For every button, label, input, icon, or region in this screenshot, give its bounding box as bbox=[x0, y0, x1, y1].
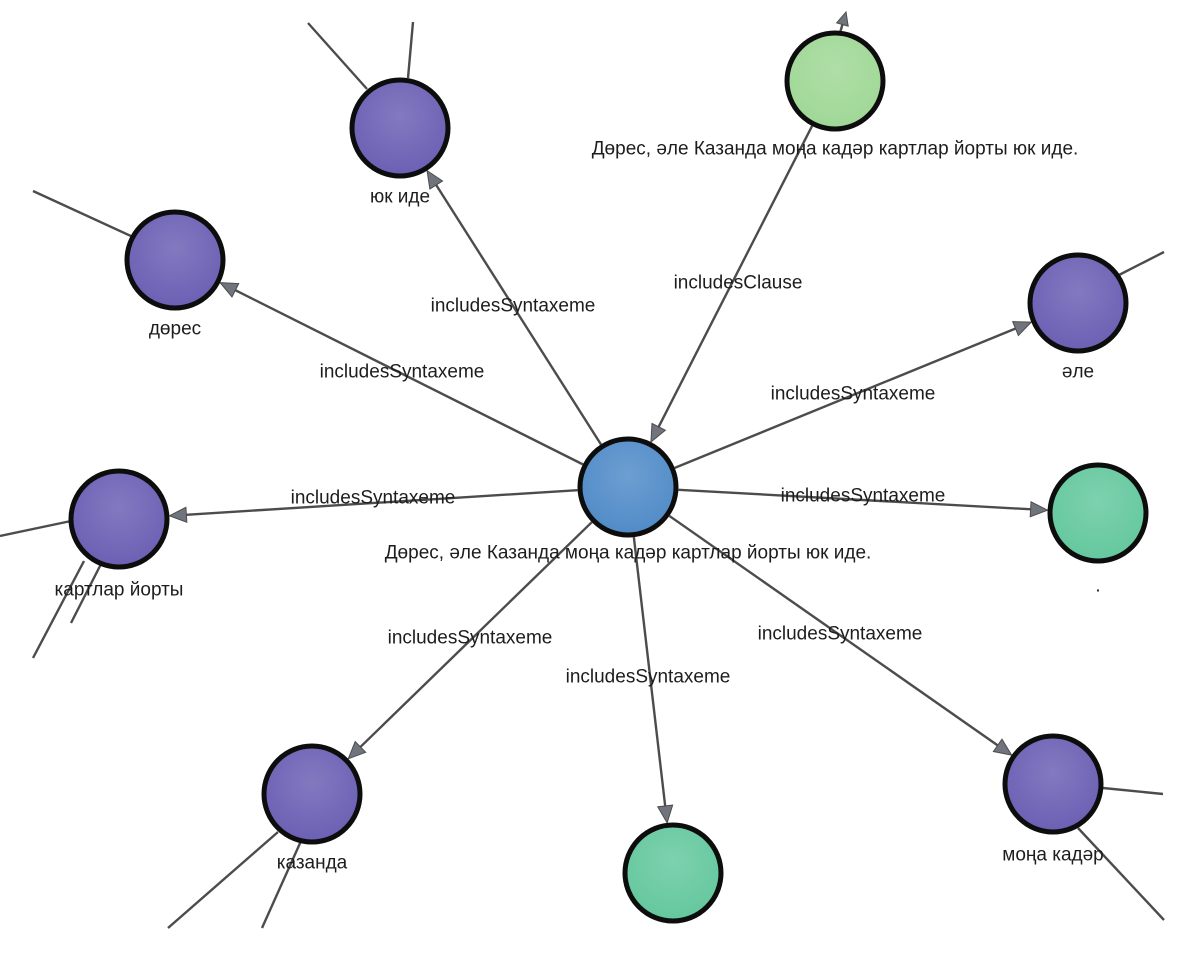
node-sentence[interactable] bbox=[577, 436, 679, 538]
edge-line[interactable] bbox=[224, 283, 584, 466]
edge-line[interactable] bbox=[1102, 786, 1164, 796]
node-kazanda[interactable] bbox=[261, 743, 363, 845]
edge-line[interactable] bbox=[32, 189, 134, 239]
edge-sentence-monga-kader: includesSyntaxeme bbox=[668, 514, 1013, 756]
edge-sentence-kazanda: includesSyntaxeme bbox=[347, 521, 593, 760]
edge-label: includesClause bbox=[674, 273, 803, 294]
edge-stub bbox=[0, 519, 72, 538]
edge-stub bbox=[69, 563, 103, 624]
edge-line[interactable] bbox=[678, 488, 1043, 512]
edge-line[interactable] bbox=[174, 488, 578, 517]
node-group-monga-kader: моңа кадәр bbox=[1002, 733, 1104, 866]
node-group-dores: дөрес bbox=[124, 209, 226, 340]
edge-line[interactable] bbox=[0, 519, 72, 538]
edge-label: includesSyntaxeme bbox=[320, 362, 485, 383]
edge-line[interactable] bbox=[307, 22, 368, 90]
edge-label: includesSyntaxeme bbox=[431, 296, 596, 317]
node-syntaxeme-bottom[interactable] bbox=[622, 822, 724, 924]
edge-line[interactable] bbox=[167, 831, 279, 929]
node-group-kartlar-yorty: картлар йорты bbox=[55, 468, 184, 601]
node-monga-kader[interactable] bbox=[1002, 733, 1104, 835]
edge-label: includesSyntaxeme bbox=[566, 667, 731, 688]
edge-line[interactable] bbox=[350, 521, 593, 757]
node-group-ale: әле bbox=[1027, 252, 1129, 383]
edge-stub bbox=[835, 10, 849, 34]
edge-stub bbox=[1077, 827, 1165, 921]
arrowhead-icon bbox=[168, 506, 188, 523]
node-group-syntaxeme-bottom bbox=[622, 822, 724, 924]
node-syntaxeme-right[interactable] bbox=[1047, 462, 1149, 564]
arrowhead-icon bbox=[835, 10, 849, 27]
arrowhead-icon bbox=[1029, 500, 1049, 518]
arrowhead-icon bbox=[1011, 321, 1033, 337]
node-label-ale: әле bbox=[1062, 362, 1094, 383]
edge-line[interactable] bbox=[31, 560, 86, 659]
node-label-kartlar-yorty: картлар йорты bbox=[55, 580, 184, 601]
edge-stub bbox=[167, 831, 279, 929]
edge-label: includesSyntaxeme bbox=[291, 488, 456, 509]
edge-stub bbox=[260, 840, 303, 929]
edge-label: includesSyntaxeme bbox=[758, 624, 923, 645]
node-group-yuk-ide: юк иде bbox=[349, 77, 451, 208]
edge-line[interactable] bbox=[652, 125, 814, 439]
edge-line[interactable] bbox=[69, 563, 103, 624]
arrowhead-icon bbox=[219, 282, 240, 298]
edge-label: includesSyntaxeme bbox=[781, 486, 946, 507]
edge-label: includesSyntaxeme bbox=[388, 628, 553, 649]
node-group-sentence: Дөрес, әле Казанда моңа кадәр картлар йо… bbox=[385, 436, 872, 564]
node-group-clause: Дөрес, әле Казанда моңа кадәр картлар йо… bbox=[592, 30, 1079, 160]
edge-line[interactable] bbox=[1077, 827, 1165, 921]
node-label-dores: дөрес bbox=[149, 319, 201, 340]
edge-clause-sentence: includesClause bbox=[650, 125, 814, 444]
arrowhead-icon bbox=[650, 422, 667, 444]
edge-stub bbox=[406, 21, 415, 79]
arrowhead-icon bbox=[992, 738, 1013, 756]
edge-line[interactable] bbox=[1116, 250, 1165, 278]
edge-line[interactable] bbox=[674, 322, 1028, 469]
node-yuk-ide[interactable] bbox=[349, 77, 451, 179]
node-group-kazanda: казанда bbox=[261, 743, 363, 874]
node-ale[interactable] bbox=[1027, 252, 1129, 354]
node-label-monga-kader: моңа кадәр bbox=[1002, 845, 1104, 866]
edge-sentence-syntaxeme-right: includesSyntaxeme bbox=[678, 486, 1049, 518]
arrowhead-icon bbox=[347, 740, 367, 760]
edge-stub bbox=[1102, 786, 1164, 796]
edge-sentence-kartlar-yorty: includesSyntaxeme bbox=[168, 488, 578, 523]
edge-label: includesSyntaxeme bbox=[771, 384, 936, 405]
edge-sentence-ale: includesSyntaxeme bbox=[674, 321, 1033, 469]
node-dores[interactable] bbox=[124, 209, 226, 311]
arrowhead-icon bbox=[656, 804, 674, 825]
node-kartlar-yorty[interactable] bbox=[68, 468, 170, 570]
edge-line[interactable] bbox=[406, 21, 415, 79]
edge-stub bbox=[307, 22, 368, 90]
edge-line[interactable] bbox=[668, 514, 1009, 754]
node-clause[interactable] bbox=[784, 30, 886, 132]
edge-stub bbox=[1116, 250, 1165, 278]
edge-sentence-yuk-ide: includesSyntaxeme bbox=[426, 169, 602, 446]
edge-stub bbox=[32, 189, 134, 239]
edge-line[interactable] bbox=[260, 840, 303, 929]
edge-line[interactable] bbox=[428, 174, 602, 446]
node-label-syntaxeme-right: . bbox=[1095, 576, 1100, 597]
node-label-kazanda: казанда bbox=[277, 853, 348, 874]
node-label-clause: Дөрес, әле Казанда моңа кадәр картлар йо… bbox=[592, 139, 1079, 160]
edge-sentence-dores: includesSyntaxeme bbox=[219, 282, 584, 466]
edge-sentence-syntaxeme-bottom: includesSyntaxeme bbox=[566, 537, 731, 825]
node-label-yuk-ide: юк иде bbox=[370, 187, 430, 208]
edge-line[interactable] bbox=[632, 537, 668, 819]
edge-stub bbox=[31, 560, 86, 659]
arrowhead-icon bbox=[426, 169, 444, 190]
node-label-sentence: Дөрес, әле Казанда моңа кадәр картлар йо… bbox=[385, 543, 872, 564]
node-group-syntaxeme-right: . bbox=[1047, 462, 1149, 597]
